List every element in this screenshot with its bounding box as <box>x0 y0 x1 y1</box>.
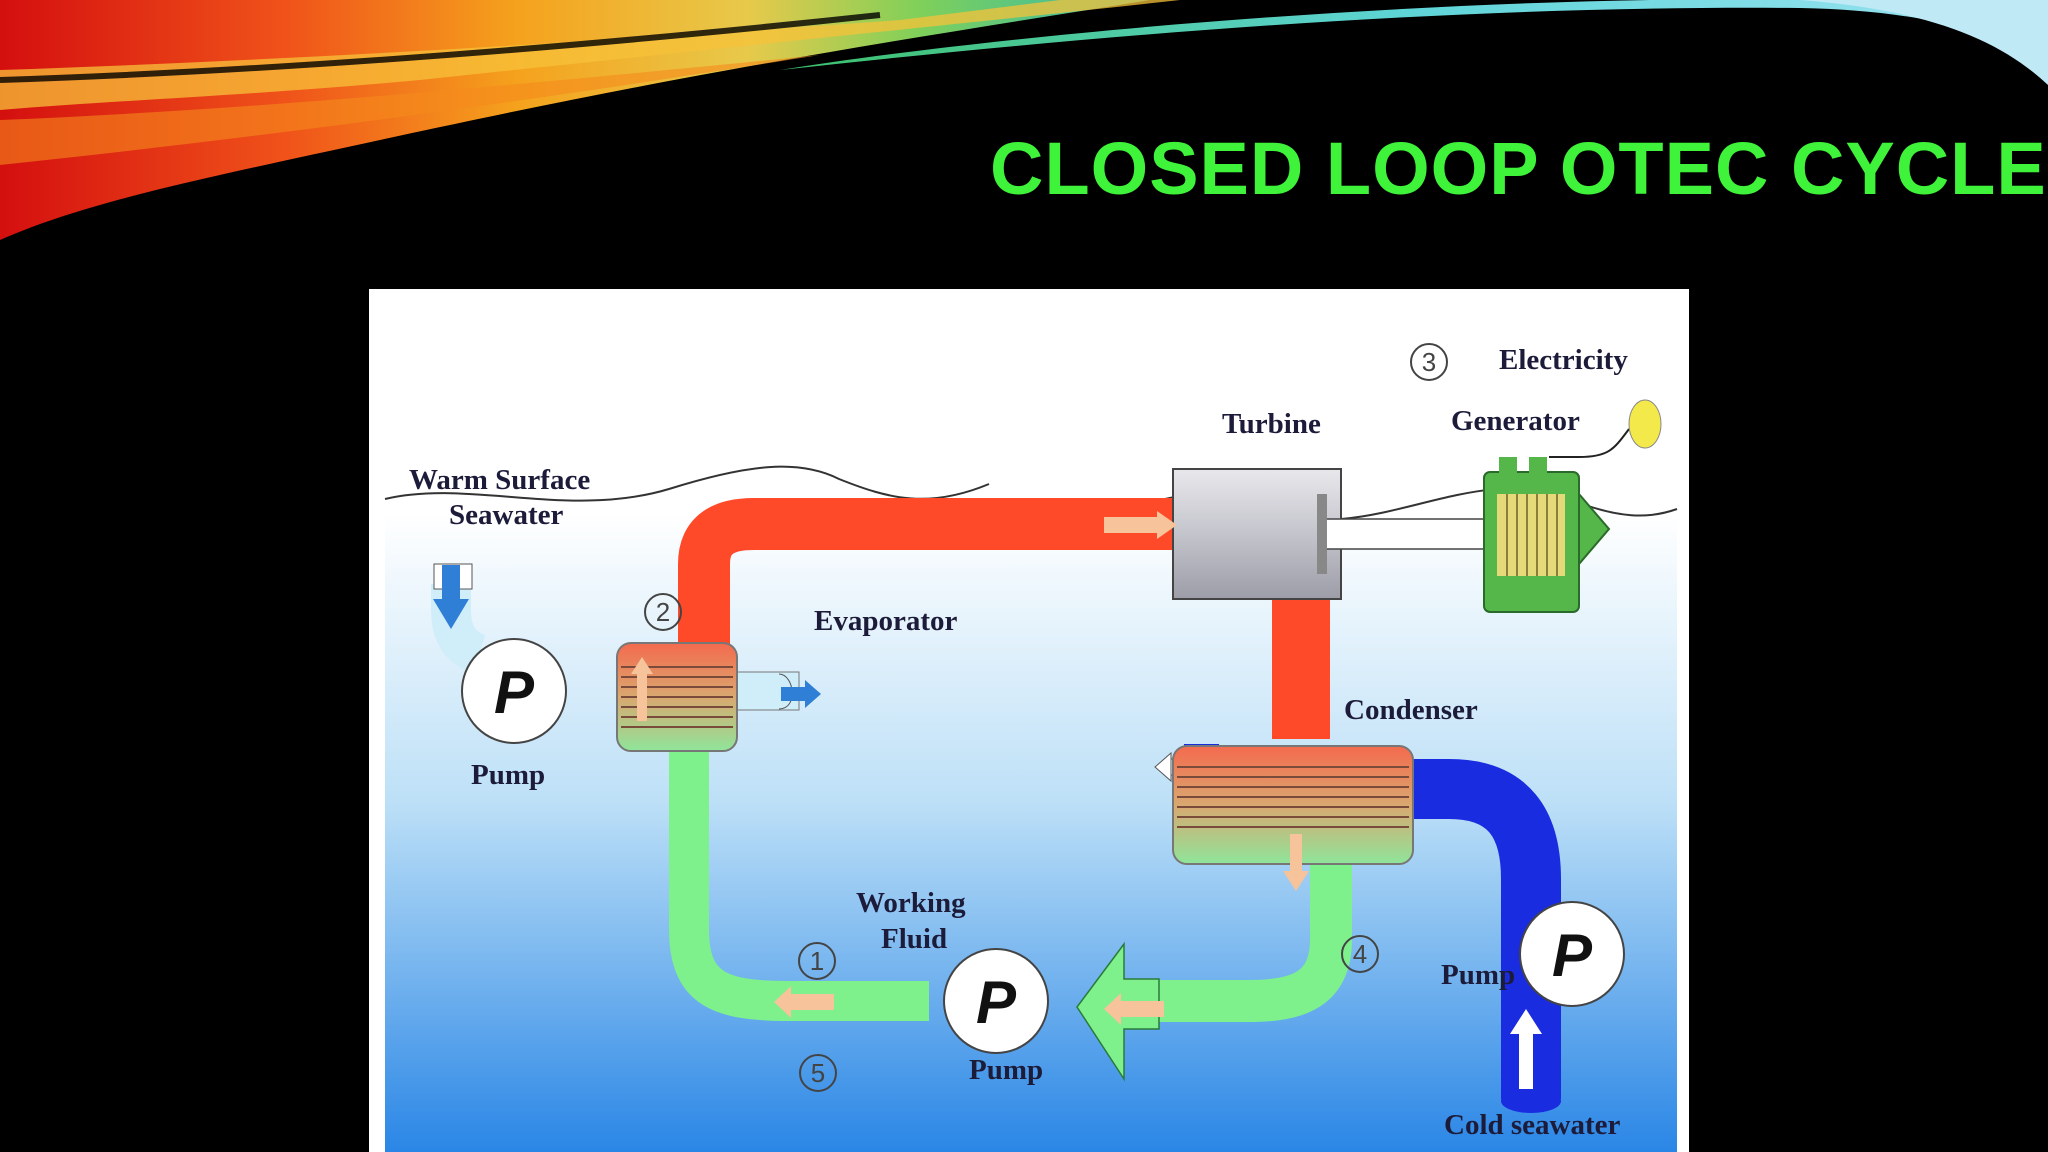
sea-surface-wave <box>384 465 990 502</box>
otec-diagram: P P P 1 2 3 4 5 Electricity Turbine Gene… <box>369 289 1689 1152</box>
label-seawater: Seawater <box>449 499 564 531</box>
label-pump-bottom: Pump <box>969 1054 1044 1086</box>
label-warm-surface: Warm Surface <box>409 464 591 496</box>
step-5: 5 <box>799 1054 837 1092</box>
label-electricity: Electricity <box>1499 344 1628 376</box>
label-turbine: Turbine <box>1222 408 1321 440</box>
svg-text:3: 3 <box>1422 347 1436 377</box>
turbine <box>1172 468 1342 600</box>
pump-right: P <box>1519 901 1625 1007</box>
liquid-pipe-right <box>1129 849 1352 1022</box>
svg-text:5: 5 <box>811 1058 825 1088</box>
exhaust-pipe <box>1272 599 1330 739</box>
pump-bottom: P <box>943 948 1049 1054</box>
lightbulb-icon <box>1628 399 1662 449</box>
label-generator: Generator <box>1451 405 1580 437</box>
label-pump-right: Pump <box>1441 959 1516 991</box>
svg-text:1: 1 <box>810 946 824 976</box>
svg-text:P: P <box>494 659 535 726</box>
step-1: 1 <box>798 942 836 980</box>
svg-text:P: P <box>1552 922 1593 989</box>
step-3: 3 <box>1410 343 1448 381</box>
label-condenser: Condenser <box>1344 694 1478 726</box>
step-2: 2 <box>644 593 682 631</box>
slide-title: CLOSED LOOP OTEC CYCLE <box>990 127 2047 210</box>
svg-text:P: P <box>976 969 1017 1036</box>
sea-water <box>385 514 1677 1152</box>
vapor-pipe <box>678 498 1184 649</box>
cold-seawater-pipe <box>1409 759 1561 1099</box>
header-swoosh-decoration <box>0 0 2048 240</box>
label-cold-seawater: Cold seawater <box>1444 1109 1621 1141</box>
svg-text:2: 2 <box>656 597 670 627</box>
svg-text:4: 4 <box>1353 939 1367 969</box>
otec-diagram-graphic: P P P 1 2 3 4 5 <box>384 343 1678 1152</box>
label-working: Working <box>856 887 966 919</box>
pump-left: P <box>461 638 567 744</box>
step-4: 4 <box>1341 935 1379 973</box>
label-pump-left: Pump <box>471 759 546 791</box>
label-fluid: Fluid <box>881 923 948 955</box>
label-evaporator: Evaporator <box>814 605 958 637</box>
